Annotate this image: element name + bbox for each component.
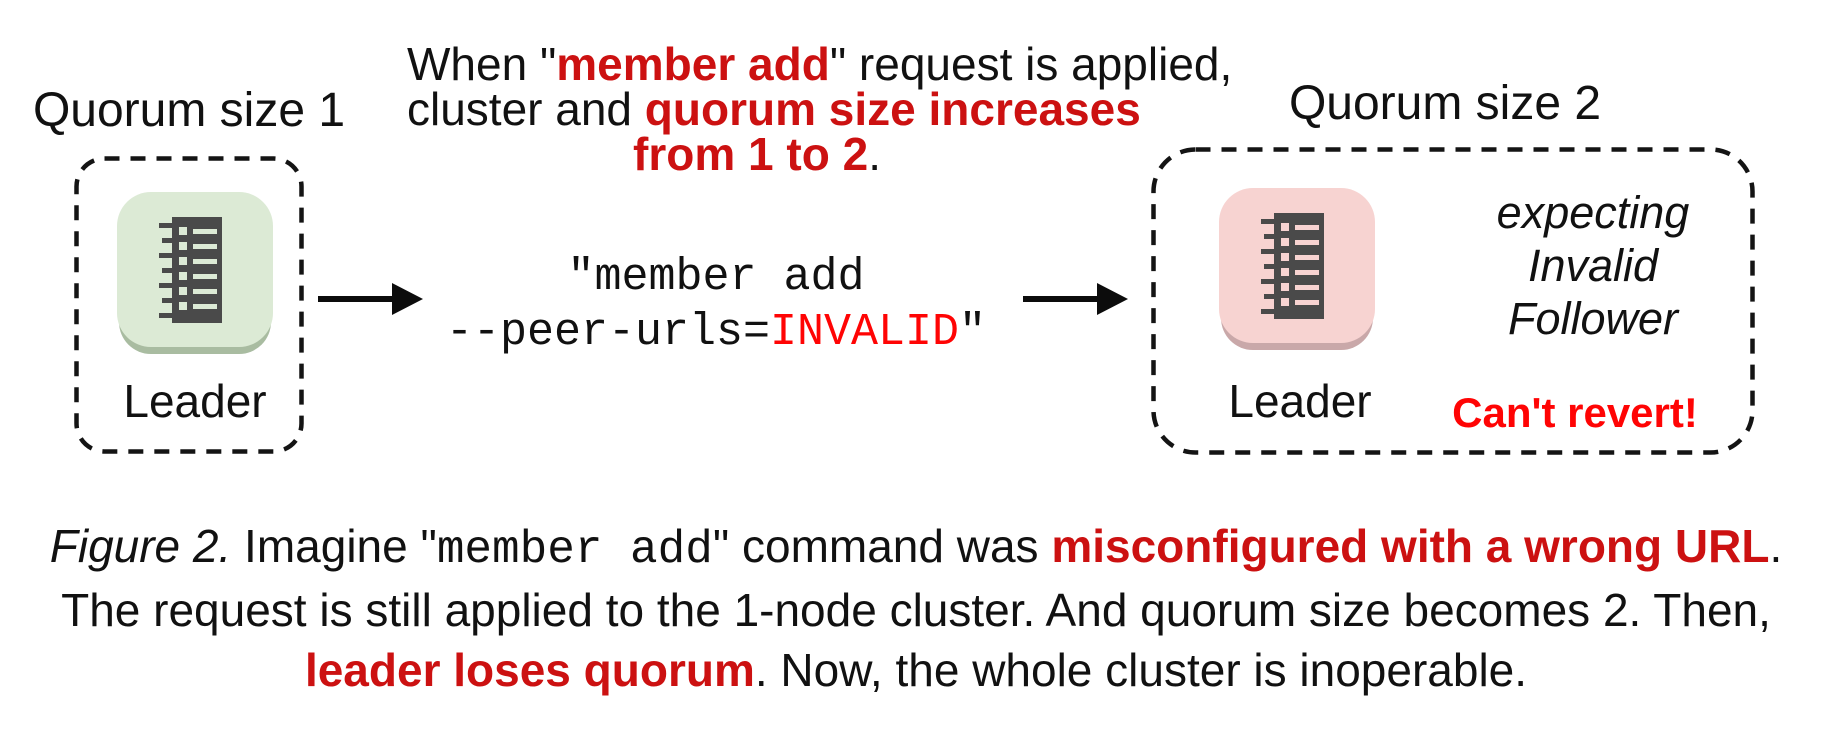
command-line-1: "member add <box>567 252 865 303</box>
leader-node-tile-pink <box>1219 188 1375 343</box>
log-list-icon <box>1261 212 1324 319</box>
command-line-2: --peer-urls=INVALID" <box>445 307 987 358</box>
right-leader-label: Leader <box>1228 375 1372 427</box>
figure-caption: Figure 2. Imagine "member add" command w… <box>0 516 1832 700</box>
annotation-line-3: from 1 to 2. <box>633 128 881 180</box>
left-leader-label: Leader <box>123 375 267 427</box>
expectation-note: expecting Invalid Follower <box>1393 186 1793 345</box>
caption-line-1: Figure 2. Imagine "member add" command w… <box>49 520 1783 576</box>
caption-line-2: The request is still applied to the 1-no… <box>61 584 1771 636</box>
right-quorum-title: Quorum size 2 <box>1288 77 1602 130</box>
annotation-line-2: cluster and quorum size increases <box>407 83 1141 135</box>
note-line: Follower <box>1507 293 1679 344</box>
note-line: Invalid <box>1527 240 1659 291</box>
log-list-icon <box>159 216 222 323</box>
leader-node-tile-green <box>117 192 273 347</box>
command-text: "member add --peer-urls=INVALID" <box>416 250 1016 360</box>
annotation-line-1: When "member add" request is applied, <box>407 38 1233 90</box>
note-line: expecting <box>1496 187 1690 238</box>
caption-line-3: leader loses quorum. Now, the whole clus… <box>304 644 1528 696</box>
cant-revert-warning: Can't revert! <box>1452 389 1698 436</box>
right-cluster-box <box>1151 147 1755 455</box>
left-quorum-title: Quorum size 1 <box>32 84 346 137</box>
left-cluster-box <box>74 156 304 454</box>
annotation-text: When "member add" request is applied, cl… <box>407 38 1233 180</box>
